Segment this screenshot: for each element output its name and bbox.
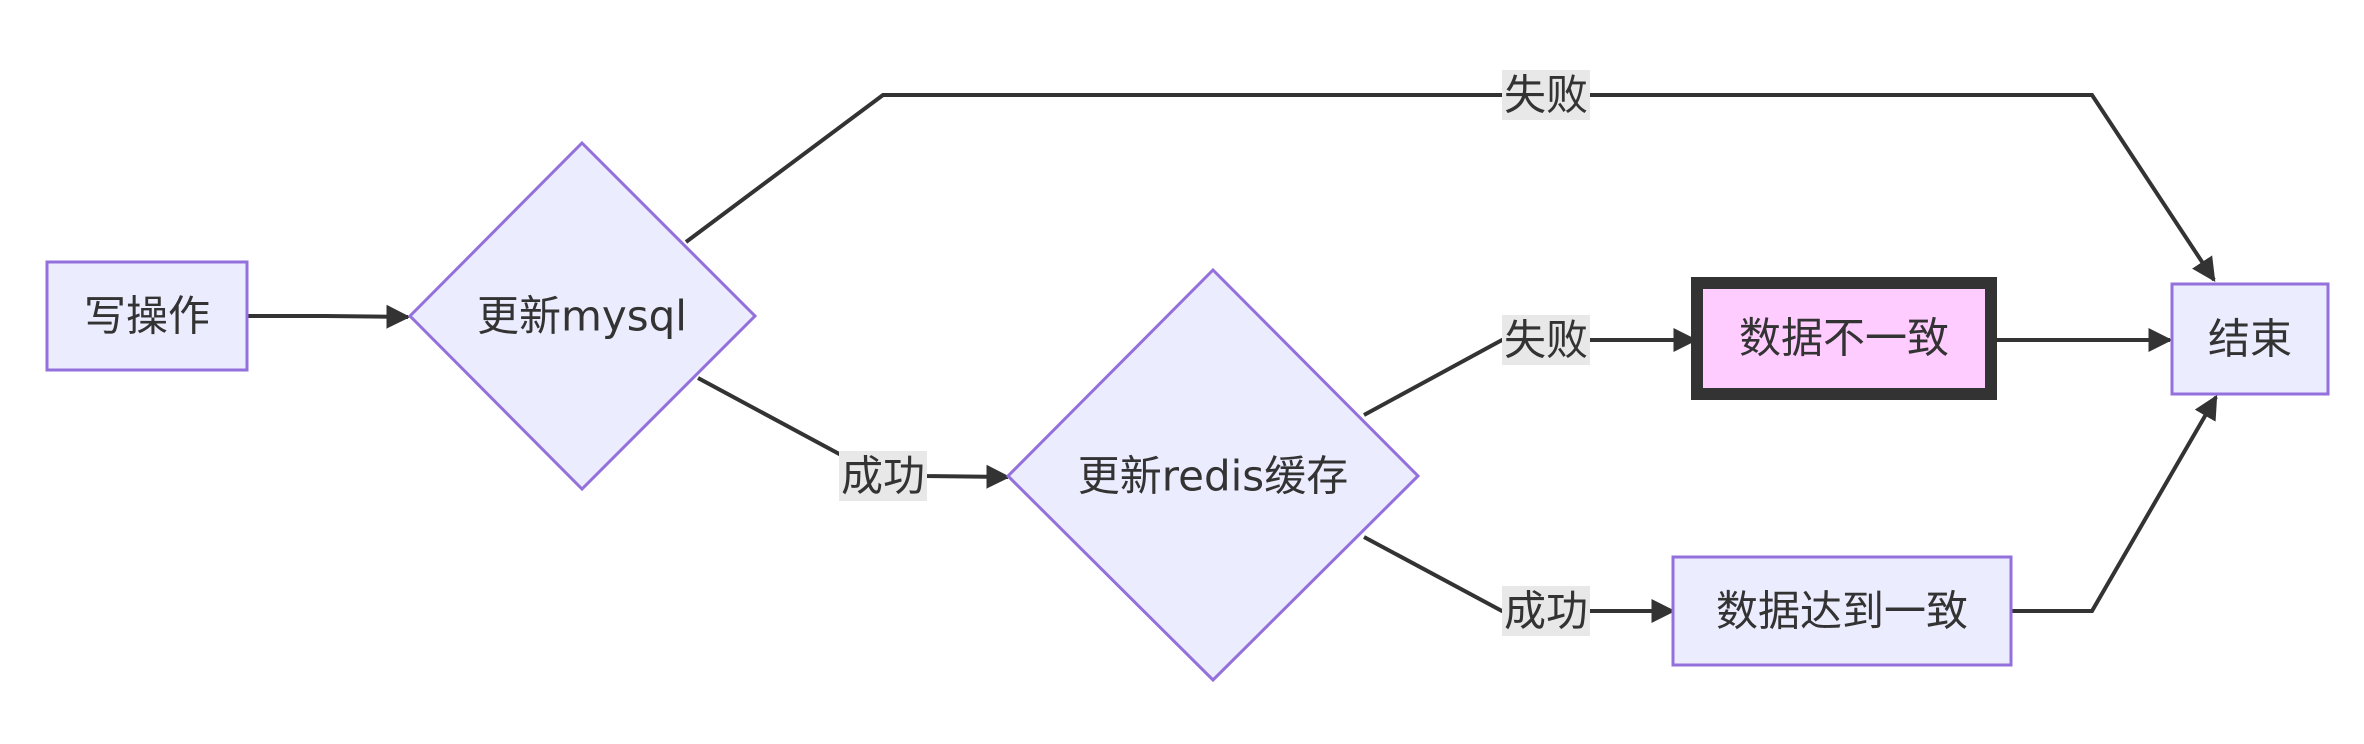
edge-consistent-to-end — [2012, 394, 2218, 613]
node-update-mysql[interactable]: 更新mysql — [407, 140, 758, 492]
edge-write-to-mysql — [248, 304, 411, 329]
edge-mysql-fail-to-end — [684, 93, 2216, 283]
node-data-consistent[interactable]: 数据达到一致 — [1671, 555, 2013, 667]
node-update-redis[interactable]: 更新redis缓存 — [1005, 267, 1421, 683]
node-update-mysql-label: 更新mysql — [477, 292, 687, 341]
edge-label-redis-fail: 失败 — [1502, 315, 1590, 365]
svg-text:成功: 成功 — [841, 452, 925, 501]
svg-text:失败: 失败 — [1504, 71, 1588, 120]
node-data-consistent-label: 数据达到一致 — [1716, 587, 1968, 636]
edge-label-mysql-fail: 失败 — [1502, 70, 1590, 120]
node-data-inconsistent-label: 数据不一致 — [1739, 314, 1949, 363]
node-data-inconsistent[interactable]: 数据不一致 — [1691, 277, 1997, 400]
node-write-op[interactable]: 写操作 — [45, 260, 249, 372]
svg-text:失败: 失败 — [1504, 316, 1588, 365]
node-end-label: 结束 — [2208, 315, 2292, 364]
node-update-redis-label: 更新redis缓存 — [1078, 452, 1348, 501]
edge-label-mysql-success: 成功 — [839, 451, 927, 501]
node-end[interactable]: 结束 — [2170, 282, 2330, 396]
node-write-op-label: 写操作 — [84, 292, 210, 341]
svg-text:成功: 成功 — [1504, 587, 1588, 636]
edge-label-redis-success: 成功 — [1502, 586, 1590, 636]
